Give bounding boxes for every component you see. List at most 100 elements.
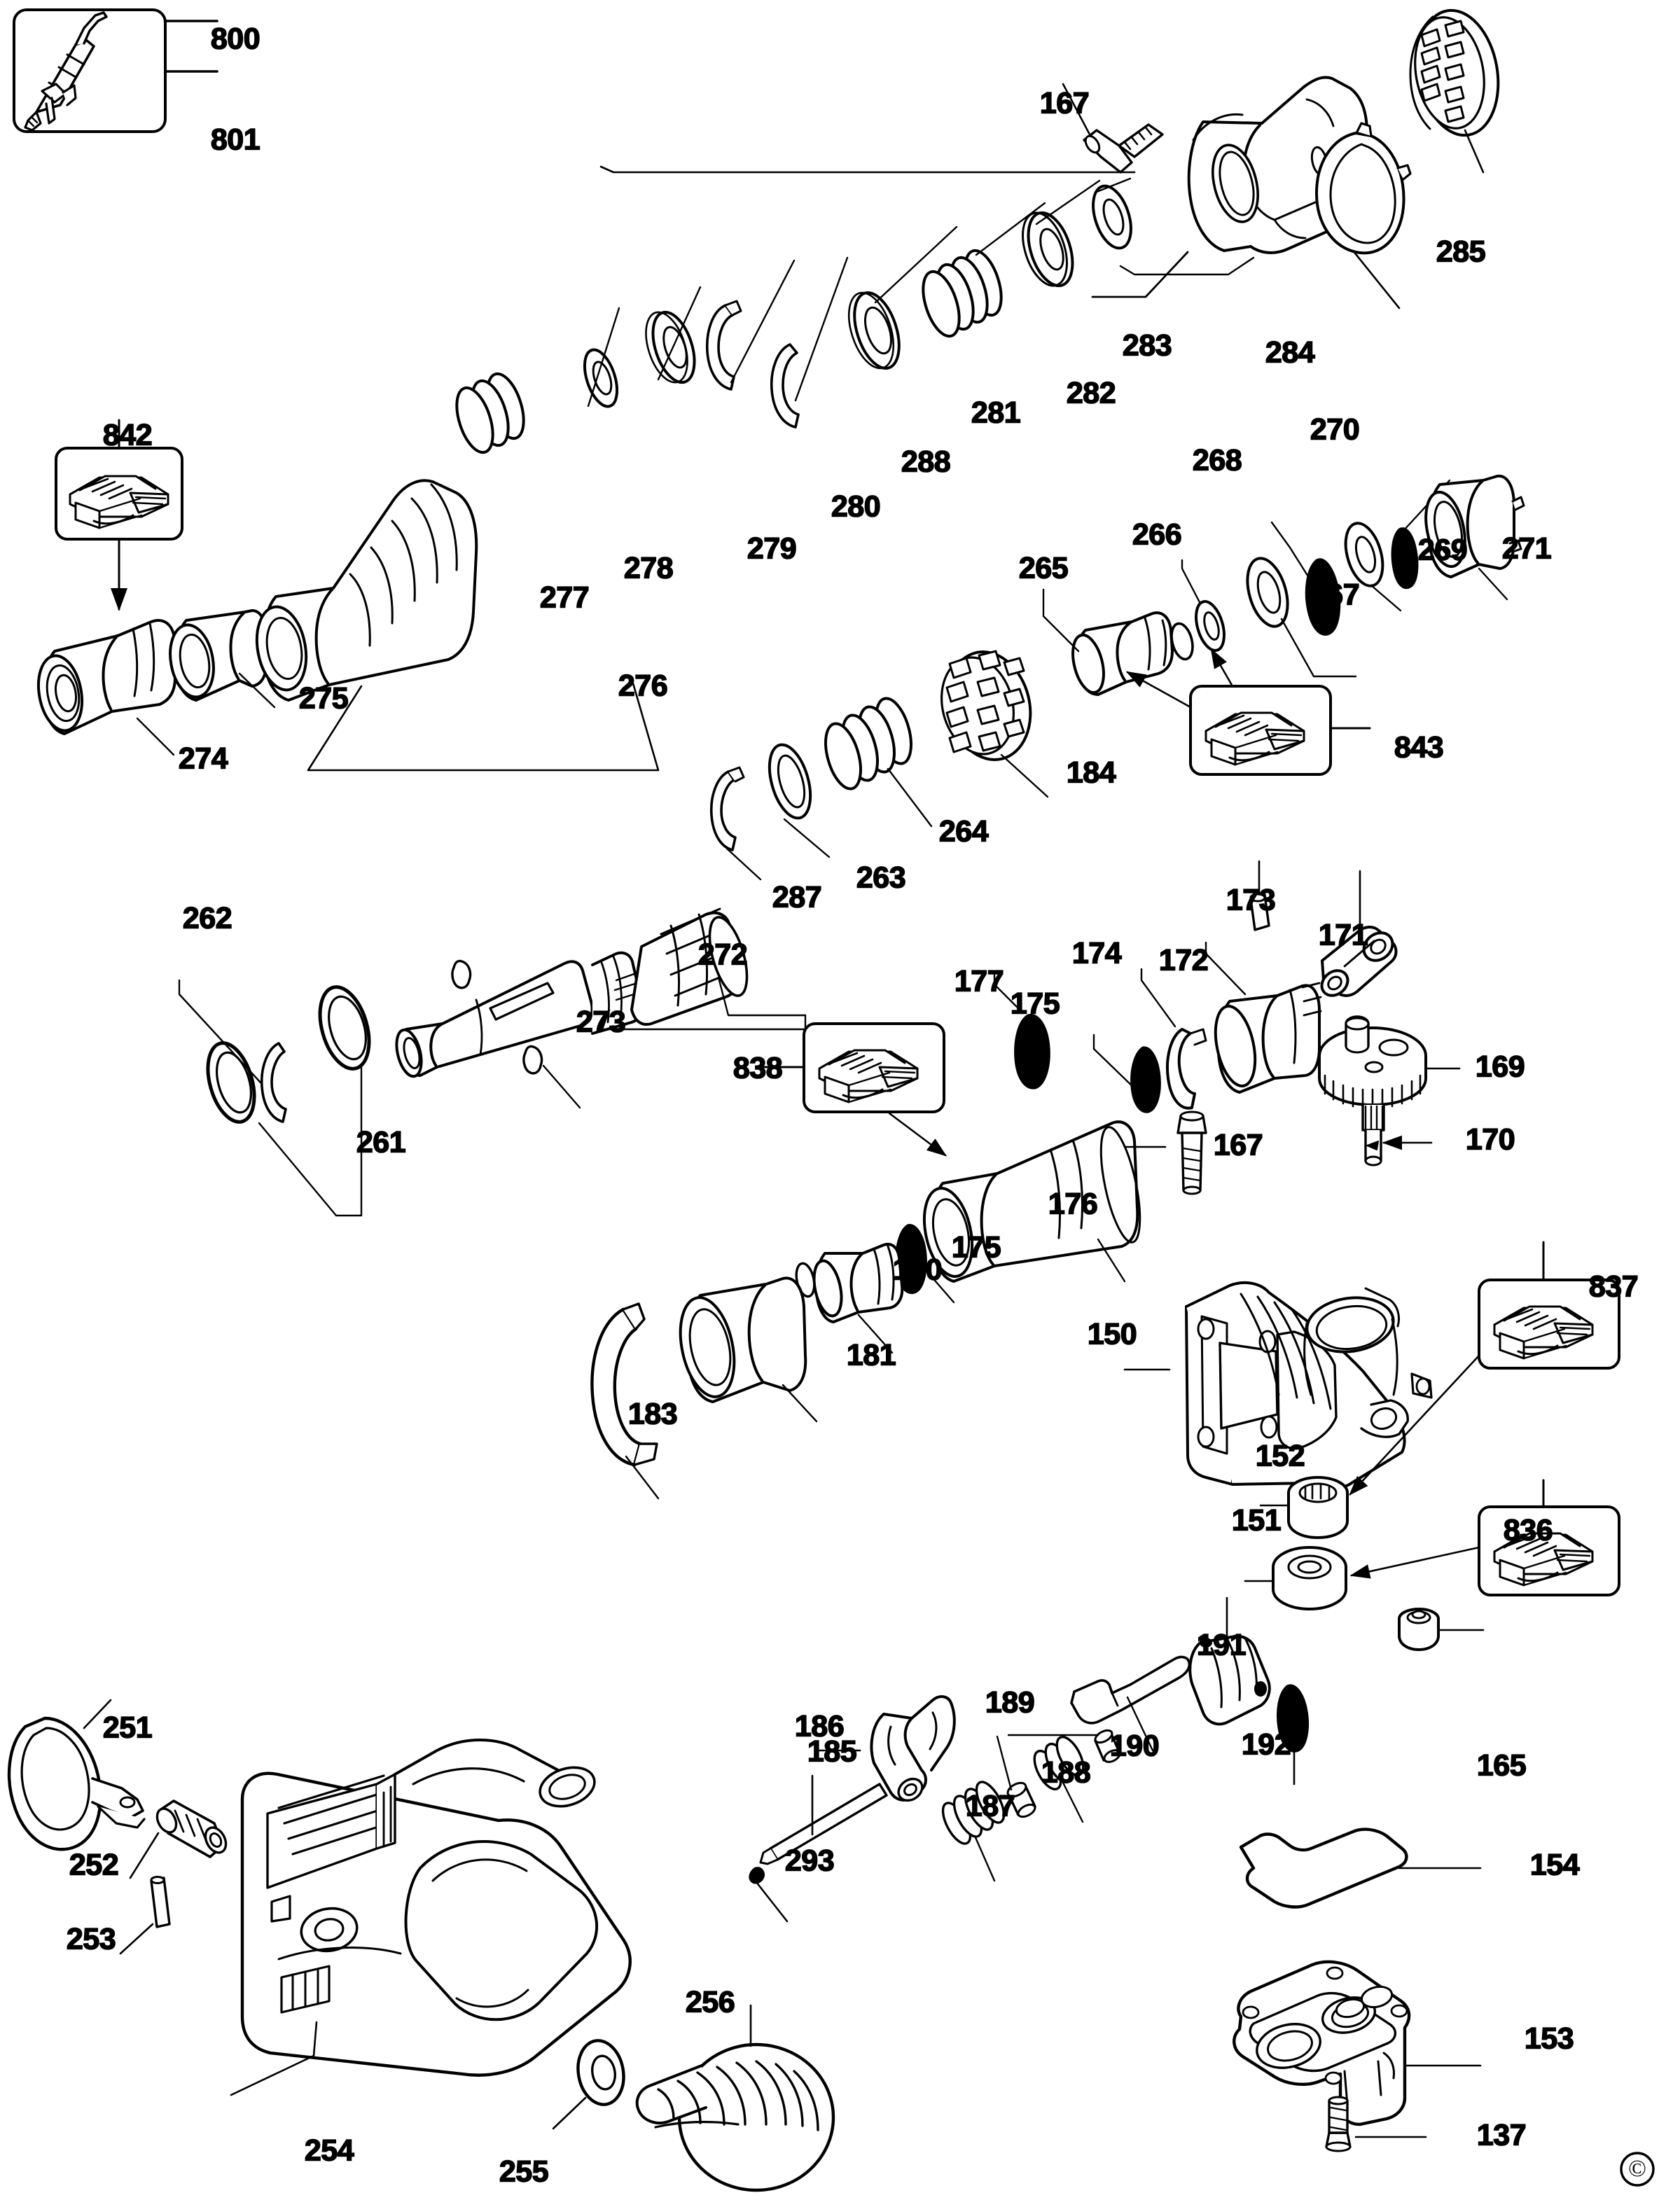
part-169-gear — [1318, 1015, 1427, 1167]
callout-278: 278 — [623, 551, 674, 585]
part-186-selector-fork — [870, 1695, 956, 1802]
part-286-toothed-ring — [1409, 8, 1500, 137]
callout-273: 273 — [576, 1005, 626, 1039]
callout-169: 169 — [1475, 1050, 1525, 1084]
callout-167-mid: 167 — [1213, 1128, 1263, 1162]
part-189-pin-upper — [1094, 1729, 1121, 1763]
callout-838: 838 — [733, 1051, 783, 1085]
callout-180: 180 — [892, 1253, 943, 1287]
part-265-bushing — [1071, 611, 1194, 696]
part-256-knob — [635, 2042, 835, 2192]
part-255-washer — [576, 2039, 625, 2106]
inset-837-box — [1478, 1279, 1620, 1370]
callout-265: 265 — [1018, 551, 1069, 585]
callout-192: 192 — [1241, 1727, 1291, 1762]
part-187-spring — [941, 1781, 1006, 1845]
callout-154: 154 — [1529, 1848, 1580, 1882]
callout-253: 253 — [66, 1922, 116, 1956]
callout-270: 270 — [1310, 412, 1360, 447]
part-254-handle-body — [240, 1739, 632, 2077]
part-150-crankcase — [1185, 1281, 1433, 1490]
callout-293: 293 — [784, 1844, 835, 1878]
callout-282: 282 — [1066, 376, 1116, 410]
callout-181: 181 — [846, 1338, 896, 1372]
callout-280: 280 — [831, 489, 881, 524]
callout-170: 170 — [1465, 1122, 1515, 1157]
callout-283: 283 — [1122, 328, 1172, 363]
part-172-piston — [1214, 982, 1322, 1094]
callout-171: 171 — [1318, 918, 1368, 952]
callout-288: 288 — [901, 445, 951, 479]
callout-279: 279 — [747, 531, 797, 566]
callout-271: 271 — [1501, 531, 1552, 566]
callout-268: 268 — [1192, 443, 1242, 478]
callout-167-top: 167 — [1039, 86, 1090, 120]
callout-277: 277 — [539, 580, 590, 615]
callout-287: 287 — [772, 880, 822, 914]
callout-275: 275 — [298, 681, 349, 716]
part-251-clamp-band — [7, 1716, 146, 1851]
callout-176: 176 — [1048, 1187, 1098, 1221]
callout-261: 261 — [356, 1125, 406, 1160]
callout-801: 801 — [210, 123, 261, 157]
part-252-threaded-bolt — [155, 1799, 228, 1858]
inset-838-box — [803, 1022, 945, 1113]
callout-254: 254 — [304, 2133, 354, 2168]
part-189-pin-lower — [1006, 1781, 1036, 1818]
part-272-spindle — [395, 907, 749, 1078]
washer-stack-upper — [455, 184, 1132, 454]
callout-269: 269 — [1417, 533, 1468, 567]
callout-842: 842 — [102, 418, 153, 452]
callout-177: 177 — [954, 964, 1004, 998]
part-271-collar — [1424, 474, 1525, 578]
part-152-needle-bearing — [1287, 1476, 1349, 1539]
part-188-spring — [1033, 1736, 1085, 1790]
callout-256: 256 — [685, 1985, 735, 2019]
part-171-connecting-rod — [1320, 926, 1398, 997]
callout-281: 281 — [971, 396, 1021, 430]
callout-255: 255 — [499, 2154, 549, 2189]
callout-189: 189 — [985, 1685, 1035, 1720]
inset-842-box — [55, 447, 183, 541]
part-167-screw-top — [1083, 123, 1164, 174]
part-167-screw-middle — [1176, 1111, 1207, 1195]
part-276-chuck-barrel — [255, 479, 478, 702]
callout-174: 174 — [1071, 936, 1122, 970]
callout-172: 172 — [1158, 943, 1209, 977]
callout-188: 188 — [1041, 1755, 1091, 1790]
inset-843-box — [1189, 685, 1332, 776]
callout-284: 284 — [1265, 335, 1315, 370]
callout-262: 262 — [182, 901, 232, 935]
callout-843: 843 — [1394, 730, 1444, 765]
callout-251: 251 — [102, 1711, 153, 1745]
callout-151: 151 — [1231, 1503, 1282, 1538]
callout-263: 263 — [856, 861, 906, 895]
part-181-cylinder — [679, 1276, 807, 1403]
callout-153: 153 — [1524, 2021, 1574, 2056]
part-184-clutch-ring — [940, 650, 1032, 761]
callout-264: 264 — [938, 814, 989, 849]
callout-191: 191 — [1196, 1628, 1247, 1662]
callout-274: 274 — [178, 742, 228, 776]
copyright-mark: © — [1628, 2156, 1646, 2182]
callout-186: 186 — [794, 1709, 845, 1743]
callout-150: 150 — [1087, 1317, 1137, 1351]
callout-175-lower: 175 — [951, 1230, 1001, 1265]
part-180-striker — [795, 1243, 904, 1323]
part-285-retaining-clip — [1315, 122, 1412, 255]
callout-267: 267 — [1310, 578, 1360, 612]
inset-836-box — [1478, 1505, 1620, 1596]
callout-190: 190 — [1109, 1729, 1160, 1763]
callout-165: 165 — [1476, 1748, 1527, 1783]
callout-800: 800 — [210, 22, 261, 56]
callout-837: 837 — [1588, 1269, 1639, 1304]
part-274-chuck-nose — [37, 619, 176, 735]
callout-836: 836 — [1503, 1513, 1553, 1547]
callout-252: 252 — [69, 1848, 119, 1882]
callout-276: 276 — [618, 669, 668, 703]
callout-266: 266 — [1132, 517, 1182, 552]
callout-184: 184 — [1066, 756, 1116, 790]
callout-152: 152 — [1255, 1439, 1305, 1473]
